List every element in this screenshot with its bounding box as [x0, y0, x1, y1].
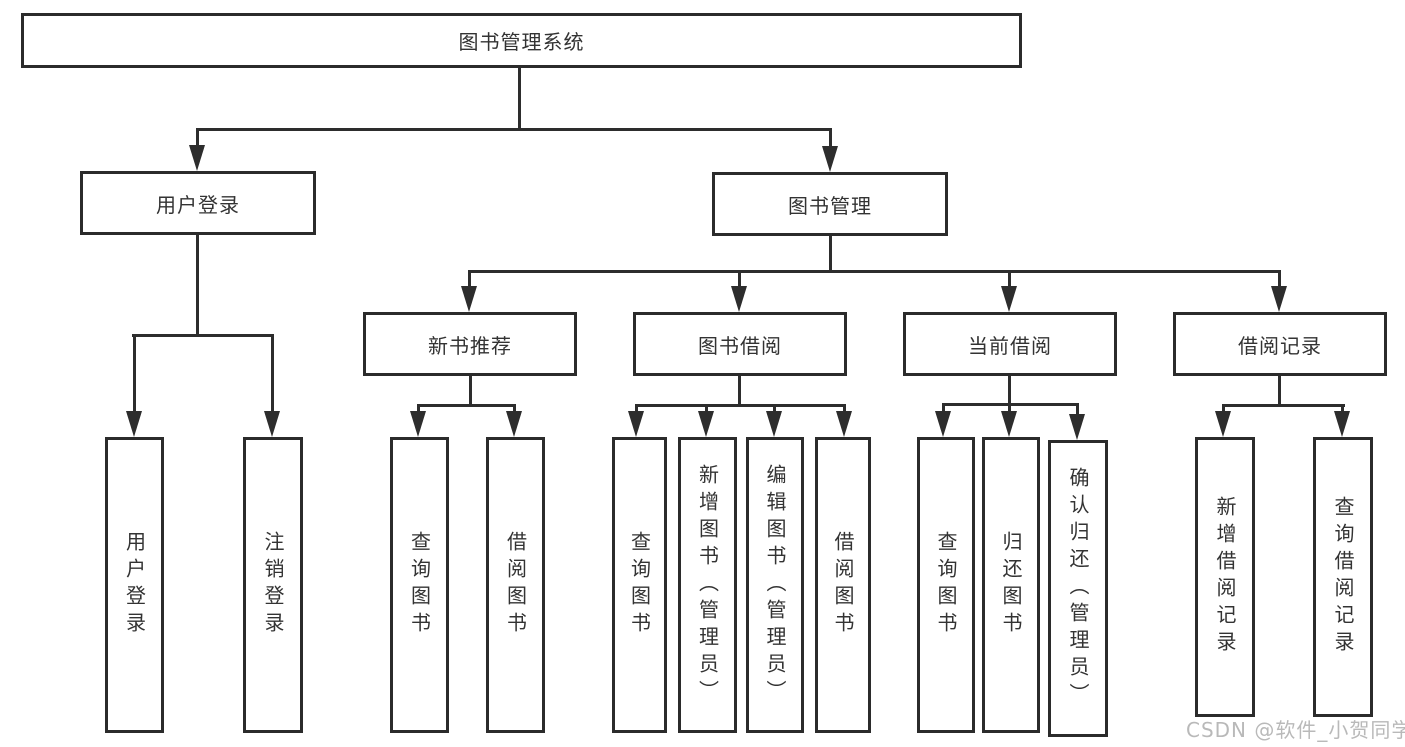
arrow-down-icon — [126, 411, 142, 437]
connector-login-stem — [196, 235, 199, 337]
node-label: 当前借阅 — [968, 333, 1052, 358]
node-book-borrow: 图书借阅 — [633, 312, 847, 376]
node-label: 图书借阅 — [698, 333, 782, 358]
node-label: 图书管理 — [788, 193, 872, 218]
connector-borrow-bar — [635, 404, 846, 407]
connector-records-bar — [1222, 404, 1345, 407]
arrow-down-icon — [1069, 414, 1085, 440]
connector-borrow-stem — [738, 376, 741, 407]
leaf-label: 借阅图书 — [503, 531, 528, 639]
connector-drop-borrow — [738, 270, 741, 286]
leaf-label: 新增借阅记录 — [1213, 496, 1237, 658]
connector-drop — [705, 404, 708, 412]
arrow-down-icon — [1001, 286, 1017, 312]
arrow-down-icon — [935, 411, 951, 437]
csdn-watermark: CSDN @软件_小贺同学 — [1186, 718, 1405, 742]
connector-recommend-stem — [469, 376, 472, 407]
node-label: 新书推荐 — [428, 333, 512, 358]
connector-drop — [843, 404, 846, 412]
connector-recommend-bar — [417, 404, 516, 407]
arrow-down-icon — [698, 411, 714, 437]
connector-drop — [1076, 403, 1079, 415]
node-current-borrow: 当前借阅 — [903, 312, 1117, 376]
leaf-confirm-return-admin: 确认归还（管理员） — [1048, 440, 1108, 737]
leaf-edit-books-admin: 编辑图书（管理员） — [746, 437, 804, 733]
arrow-down-icon — [1001, 411, 1017, 437]
node-library-management-system: 图书管理系统 — [21, 13, 1022, 68]
leaf-label: 查询图书 — [407, 531, 432, 639]
leaf-query-books-current: 查询图书 — [917, 437, 975, 733]
connector-manage-bar — [468, 270, 1281, 273]
connector-drop-user-login — [133, 334, 136, 411]
connector-drop-current — [1008, 270, 1011, 286]
leaf-user-login: 用户登录 — [105, 437, 164, 733]
connector-drop-recommend — [468, 270, 471, 286]
arrow-down-icon — [731, 286, 747, 312]
leaf-add-borrow-record: 新增借阅记录 — [1195, 437, 1255, 717]
leaf-query-books-borrow: 查询图书 — [612, 437, 667, 733]
connector-drop — [513, 404, 516, 412]
arrow-down-icon — [410, 411, 426, 437]
arrow-down-icon — [1215, 411, 1231, 437]
arrow-down-icon — [264, 411, 280, 437]
connector-drop — [1341, 404, 1344, 412]
connector-drop — [1008, 403, 1011, 412]
connector-drop-logout — [271, 334, 274, 411]
leaf-borrow-books: 借阅图书 — [815, 437, 871, 733]
node-label: 图书管理系统 — [458, 30, 585, 54]
leaf-label: 注销登录 — [261, 531, 285, 639]
arrow-down-icon — [189, 145, 205, 171]
connector-current-stem — [1008, 376, 1011, 406]
leaf-query-borrow-record: 查询借阅记录 — [1313, 437, 1373, 717]
leaf-label: 新增图书（管理员） — [695, 463, 720, 707]
leaf-label: 查询图书 — [934, 531, 958, 639]
connector-drop — [942, 403, 945, 412]
connector-drop-manage — [829, 128, 832, 148]
arrow-down-icon — [822, 146, 838, 172]
node-user-login: 用户登录 — [80, 171, 316, 235]
arrow-down-icon — [461, 286, 477, 312]
leaf-add-books-admin: 新增图书（管理员） — [678, 437, 737, 733]
arrow-down-icon — [836, 411, 852, 437]
connector-drop — [635, 404, 638, 412]
leaf-label: 查询借阅记录 — [1331, 496, 1355, 658]
leaf-label: 查询图书 — [627, 531, 652, 639]
arrow-down-icon — [628, 411, 644, 437]
arrow-down-icon — [766, 411, 782, 437]
leaf-label: 用户登录 — [122, 531, 147, 639]
arrow-down-icon — [1271, 286, 1287, 312]
connector-drop — [417, 404, 420, 412]
leaf-return-books: 归还图书 — [982, 437, 1040, 733]
connector-drop-records — [1278, 270, 1281, 286]
connector-root-bar — [196, 128, 831, 131]
leaf-label: 确认归还（管理员） — [1066, 467, 1090, 710]
connector-manage-stem — [829, 236, 832, 273]
node-label: 借阅记录 — [1238, 333, 1322, 358]
node-label: 用户登录 — [156, 192, 240, 217]
leaf-label: 借阅图书 — [831, 531, 855, 639]
connector-root-stem — [518, 68, 521, 129]
arrow-down-icon — [1334, 411, 1350, 437]
leaf-borrow-books-recommend: 借阅图书 — [486, 437, 545, 733]
arrow-down-icon — [506, 411, 522, 437]
connector-drop — [773, 404, 776, 412]
connector-records-stem — [1278, 376, 1281, 407]
node-borrow-records: 借阅记录 — [1173, 312, 1387, 376]
connector-drop-login — [196, 128, 199, 146]
leaf-logout: 注销登录 — [243, 437, 303, 733]
connector-login-bar — [132, 334, 274, 337]
node-new-book-recommend: 新书推荐 — [363, 312, 577, 376]
leaf-label: 编辑图书（管理员） — [763, 463, 787, 707]
leaf-label: 归还图书 — [999, 531, 1023, 639]
connector-drop — [1222, 404, 1225, 412]
leaf-query-books-recommend: 查询图书 — [390, 437, 449, 733]
node-book-manage: 图书管理 — [712, 172, 948, 236]
